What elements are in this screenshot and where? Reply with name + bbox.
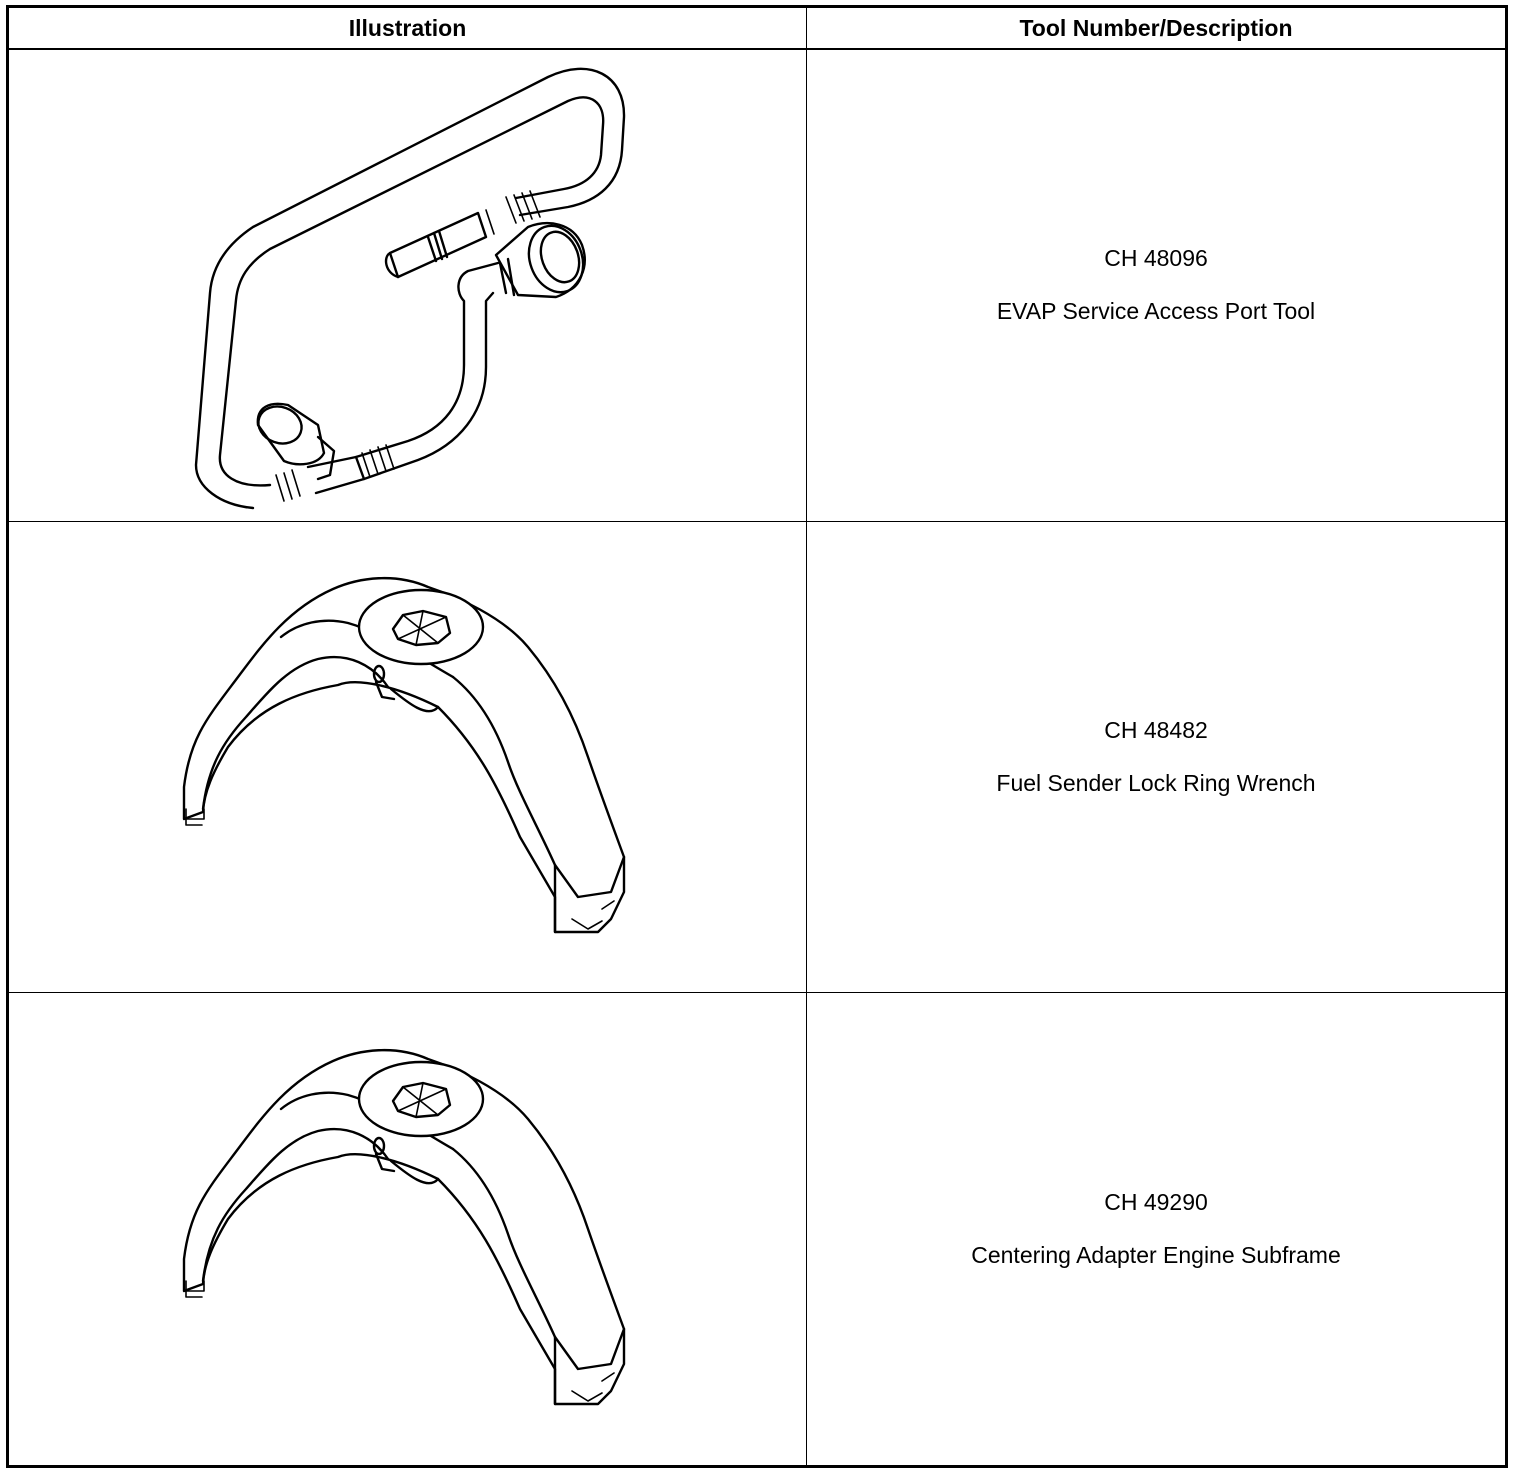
- illustration-cell-1: [9, 50, 807, 522]
- tool-number: CH 48096: [1104, 245, 1208, 272]
- tool-description: EVAP Service Access Port Tool: [996, 298, 1316, 325]
- illustration-cell-2: [9, 521, 807, 994]
- tool-number: CH 48482: [1104, 716, 1208, 743]
- tool-description: Centering Adapter Engine Subframe: [971, 1242, 1341, 1269]
- header-illustration: Illustration: [9, 8, 807, 50]
- illustration-cell-3: [9, 993, 807, 1465]
- header-tool-description: Tool Number/Description: [807, 8, 1505, 50]
- lock-ring-wrench-icon: [182, 1049, 625, 1406]
- evap-hose-tool-icon: [194, 68, 625, 510]
- tool-description: Fuel Sender Lock Ring Wrench: [996, 769, 1316, 796]
- lock-ring-wrench-icon: [182, 576, 625, 934]
- description-cell-3: CH 49290 Centering Adapter Engine Subfra…: [807, 993, 1505, 1465]
- tool-table: Illustration Tool Number/Description: [6, 5, 1508, 1468]
- description-cell-2: CH 48482 Fuel Sender Lock Ring Wrench: [807, 522, 1505, 994]
- tool-number: CH 49290: [1104, 1189, 1208, 1216]
- description-cell-1: CH 48096 EVAP Service Access Port Tool: [807, 50, 1505, 522]
